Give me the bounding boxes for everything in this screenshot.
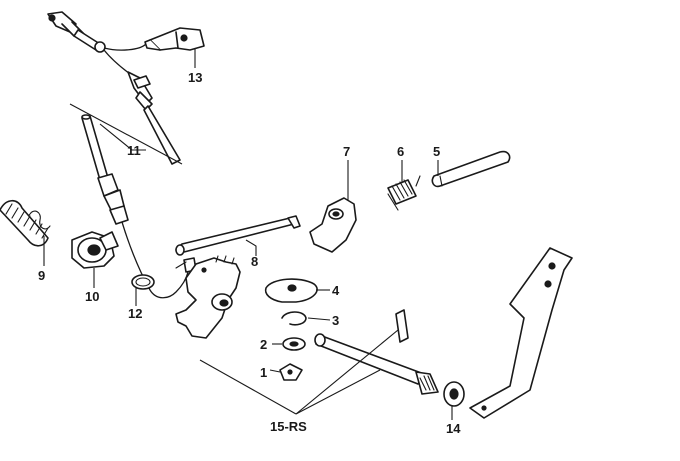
part-5-pin	[431, 150, 511, 188]
callout-12: 12	[128, 306, 142, 321]
callout-9: 9	[38, 268, 45, 283]
callout-2: 2	[260, 337, 267, 352]
main-shaft	[314, 309, 439, 395]
callout-13: 13	[188, 70, 202, 85]
callout-8: 8	[251, 254, 258, 269]
part-8-rod	[175, 215, 301, 256]
part-2-washer	[282, 337, 306, 351]
callout-labels: 13 11 7 6 5 8 9 10 12 4 3 2 1 14 15-RS	[38, 70, 461, 436]
part-13-cable-bracket	[144, 27, 205, 51]
part-7-cam-lever	[309, 197, 357, 253]
callout-11: 11	[127, 143, 141, 158]
part-9-spring	[0, 199, 51, 247]
callout-3: 3	[332, 313, 339, 328]
leader-lines	[43, 48, 453, 420]
part-6-spring	[387, 175, 421, 211]
part-11-cable-assembly	[81, 114, 197, 299]
callout-6: 6	[397, 144, 404, 159]
part-3-clip	[281, 311, 307, 326]
part-10-hub	[71, 231, 119, 269]
callout-10: 10	[85, 289, 99, 304]
callout-4: 4	[332, 283, 340, 298]
right-bracket	[469, 247, 573, 419]
callout-1: 1	[260, 365, 267, 380]
part-14-bushing	[443, 381, 465, 407]
callout-14: 14	[446, 421, 461, 436]
part-11-upper-cable	[47, 11, 181, 165]
main-lever-plate	[175, 255, 241, 339]
part-1-block	[279, 363, 303, 381]
part-4-cam-plate	[264, 278, 318, 303]
callout-15-rs: 15-RS	[270, 419, 307, 434]
callout-7: 7	[343, 144, 350, 159]
callout-5: 5	[433, 144, 440, 159]
part-12-ring-clip	[131, 261, 187, 290]
